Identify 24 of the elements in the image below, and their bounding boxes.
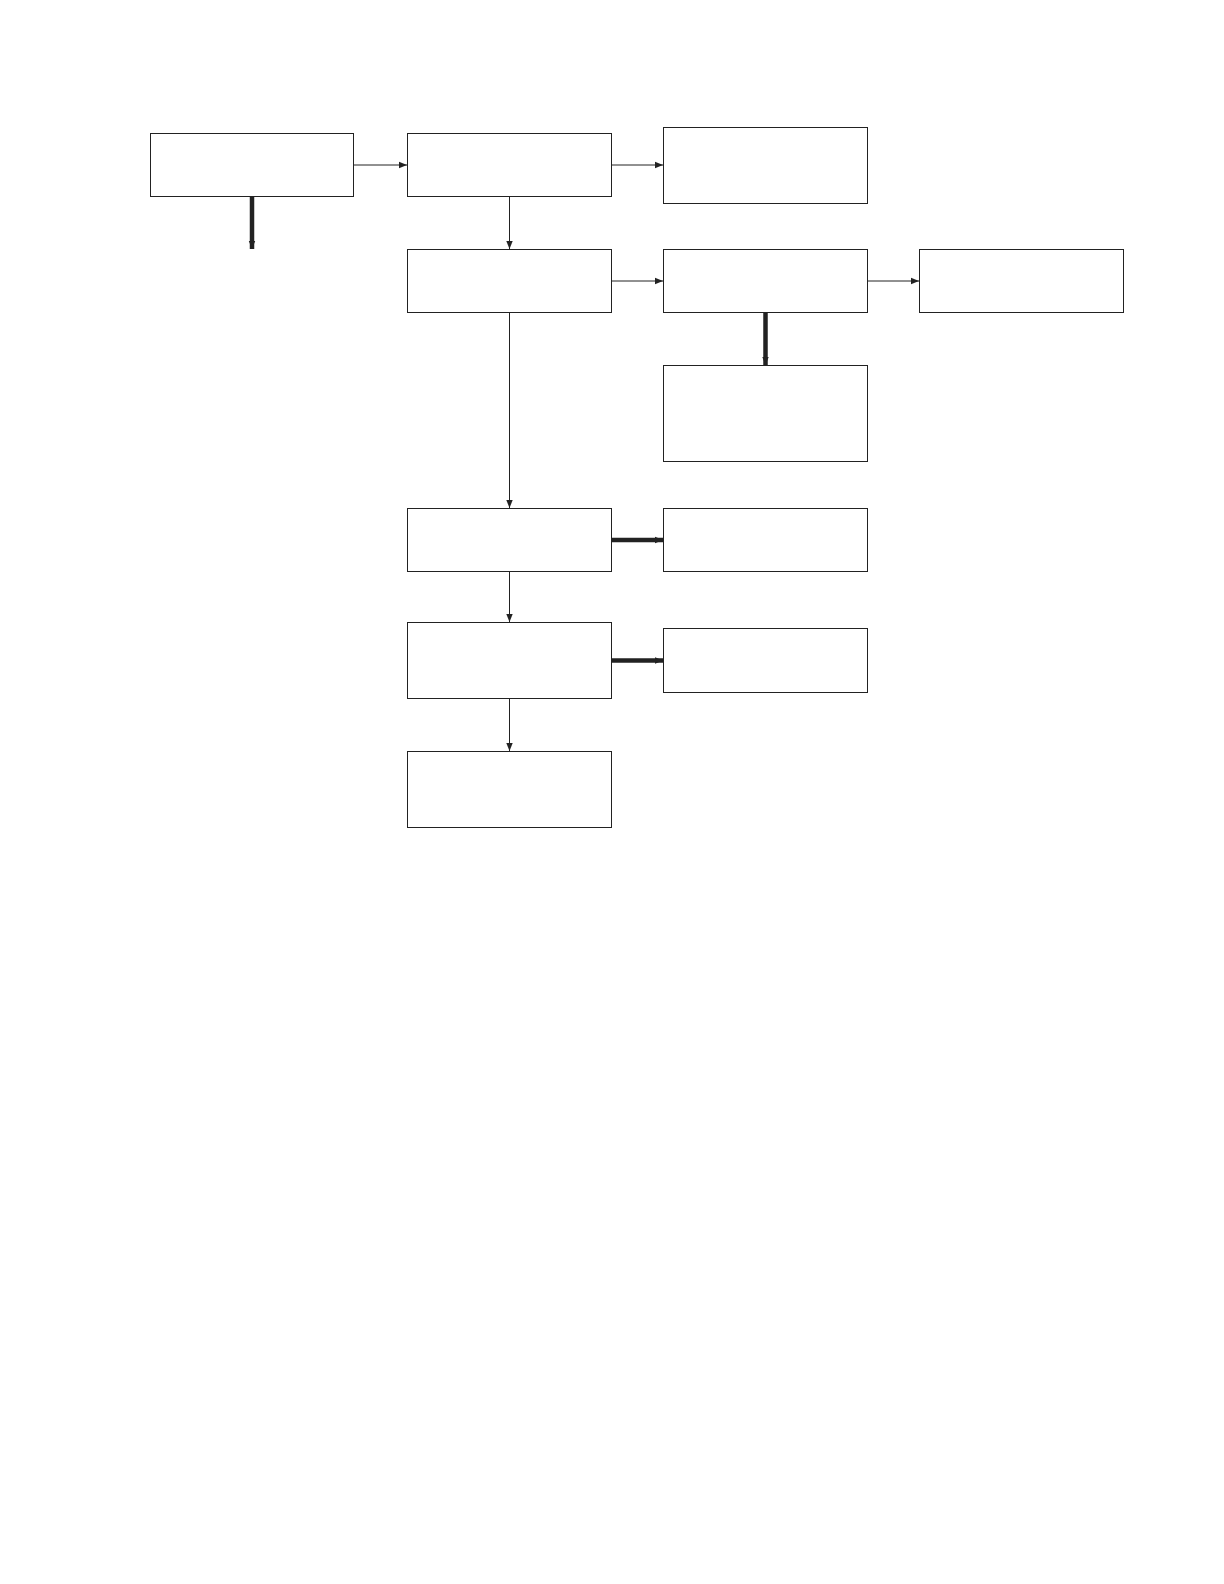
arrow: [353, 161, 408, 169]
process-box: [663, 249, 868, 313]
arrow: [506, 312, 513, 509]
arrow: [867, 277, 920, 285]
process-box: [663, 365, 868, 462]
arrow: [506, 698, 513, 752]
arrow: [611, 161, 664, 169]
process-box: [663, 127, 868, 204]
process-box: [663, 508, 868, 572]
process-box: [407, 508, 612, 572]
process-box: [150, 133, 354, 197]
arrow: [248, 197, 256, 249]
process-box: [919, 249, 1124, 313]
process-box: [407, 249, 612, 313]
arrow: [612, 536, 663, 544]
process-box: [407, 133, 612, 197]
process-box: [407, 622, 612, 699]
arrow: [506, 196, 513, 250]
process-box: [663, 628, 868, 693]
arrow: [611, 277, 664, 285]
process-box: [407, 751, 612, 828]
arrow: [506, 571, 513, 623]
arrow: [762, 313, 769, 365]
arrow: [612, 657, 663, 664]
